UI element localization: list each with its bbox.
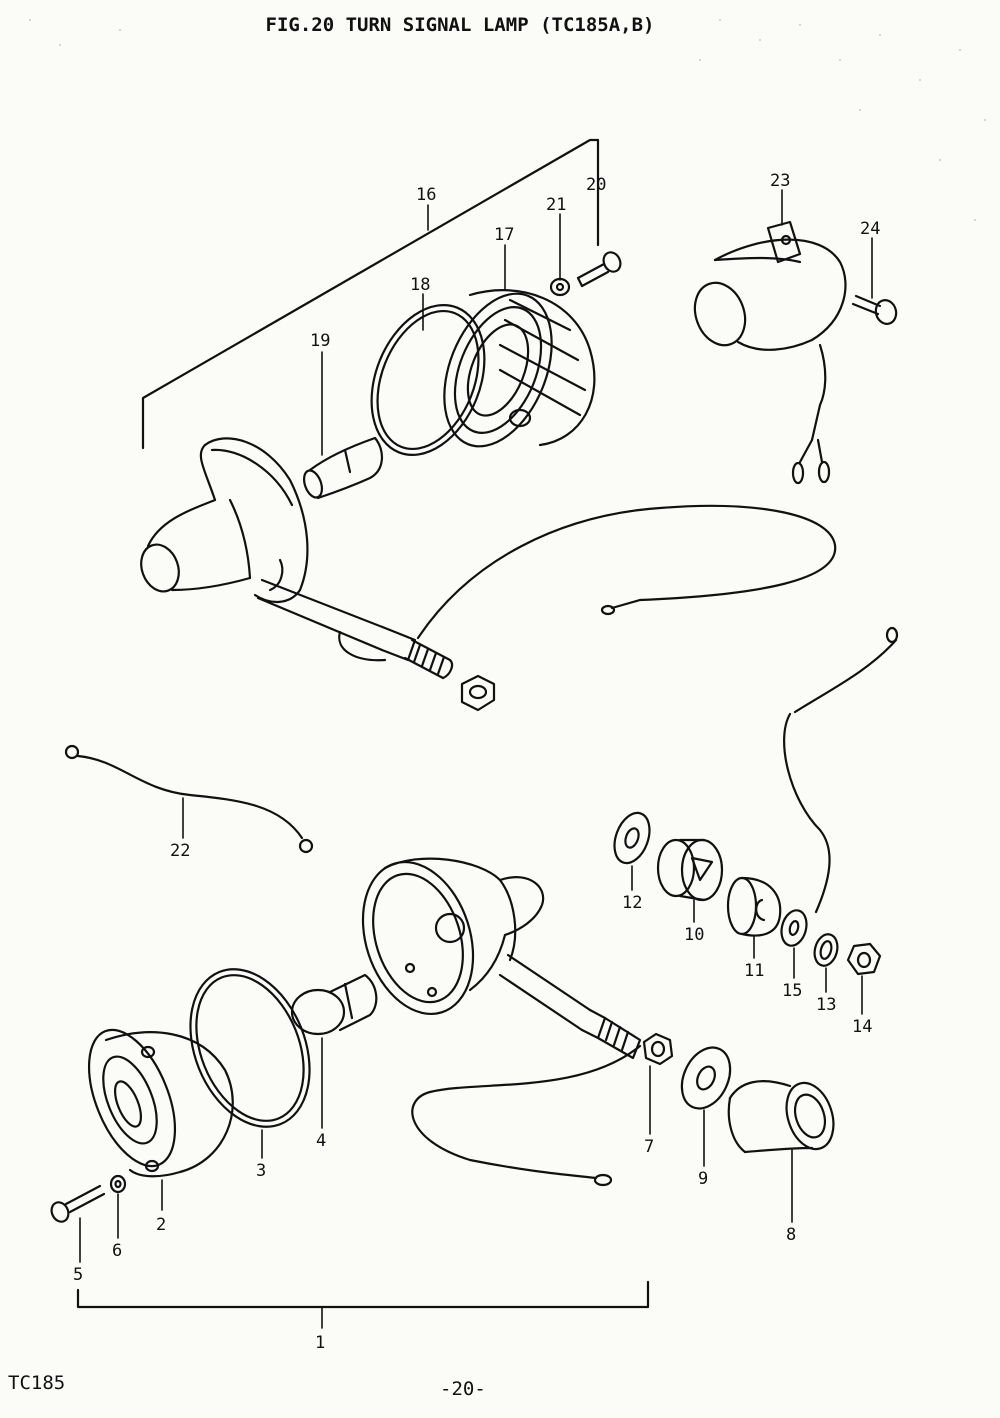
callout-5: 5 <box>73 1265 83 1285</box>
nut-7 <box>642 1032 674 1066</box>
upper-nut <box>460 674 496 712</box>
lower-housing <box>361 857 642 1060</box>
bulb-4 <box>290 973 378 1036</box>
callout-8: 8 <box>786 1225 796 1245</box>
callout-11: 11 <box>744 961 764 981</box>
screw-20 <box>576 251 622 288</box>
oring-3 <box>189 968 311 1128</box>
callout-23: 23 <box>770 171 790 191</box>
cover-8 <box>727 1080 835 1154</box>
lens-2 <box>87 1028 234 1178</box>
callout-10: 10 <box>684 925 704 945</box>
bracket-1 <box>76 1280 650 1329</box>
bulb-19 <box>302 436 383 500</box>
washer-21 <box>549 277 571 297</box>
callout-9: 9 <box>698 1169 708 1189</box>
callout-14: 14 <box>852 1017 872 1037</box>
callout-3: 3 <box>256 1161 266 1181</box>
callout-22: 22 <box>170 841 190 861</box>
callout-21: 21 <box>546 195 566 215</box>
upper-wire <box>416 504 837 640</box>
scan-speckle <box>29 19 986 221</box>
callout-12: 12 <box>622 893 642 913</box>
callout-24: 24 <box>860 219 880 239</box>
screw-24 <box>851 294 898 325</box>
page-title: FIG.20 TURN SIGNAL LAMP (TC185A,B) <box>265 14 655 36</box>
lens-17 <box>443 289 596 448</box>
callout-16: 16 <box>416 185 436 205</box>
callout-7: 7 <box>644 1137 654 1157</box>
callout-17: 17 <box>494 225 514 245</box>
bushing-11 <box>726 876 782 937</box>
upper-housing <box>140 437 454 680</box>
callout-13: 13 <box>816 995 836 1015</box>
right-wire <box>783 626 899 914</box>
washer-9 <box>680 1046 732 1110</box>
callout-4: 4 <box>316 1131 326 1151</box>
flasher-relay-23 <box>693 220 847 485</box>
lower-wire <box>411 1044 642 1187</box>
grommet-10 <box>656 838 724 902</box>
screw-5 <box>50 1184 106 1223</box>
callout-2: 2 <box>156 1215 166 1235</box>
footer-page-number: -20- <box>440 1378 486 1400</box>
lockwasher-13 <box>813 933 839 967</box>
callout-20: 20 <box>586 175 606 195</box>
callout-labels: 1 2 3 4 5 6 7 8 9 10 11 12 13 14 15 16 1… <box>73 171 880 1353</box>
washer-15 <box>780 909 808 947</box>
ground-wire-22 <box>64 744 314 854</box>
callout-18: 18 <box>410 275 430 295</box>
washer-6 <box>109 1174 127 1194</box>
callout-1: 1 <box>315 1333 325 1353</box>
callout-19: 19 <box>310 331 330 351</box>
oring-18 <box>370 304 486 456</box>
leaders-upper <box>321 189 873 456</box>
washer-12 <box>613 811 651 865</box>
footer-model: TC185 <box>8 1372 66 1394</box>
callout-15: 15 <box>782 981 802 1001</box>
callout-6: 6 <box>112 1241 122 1261</box>
leaders-lower <box>79 865 863 1263</box>
nut-14 <box>846 942 882 976</box>
bracket-16 <box>141 138 600 450</box>
